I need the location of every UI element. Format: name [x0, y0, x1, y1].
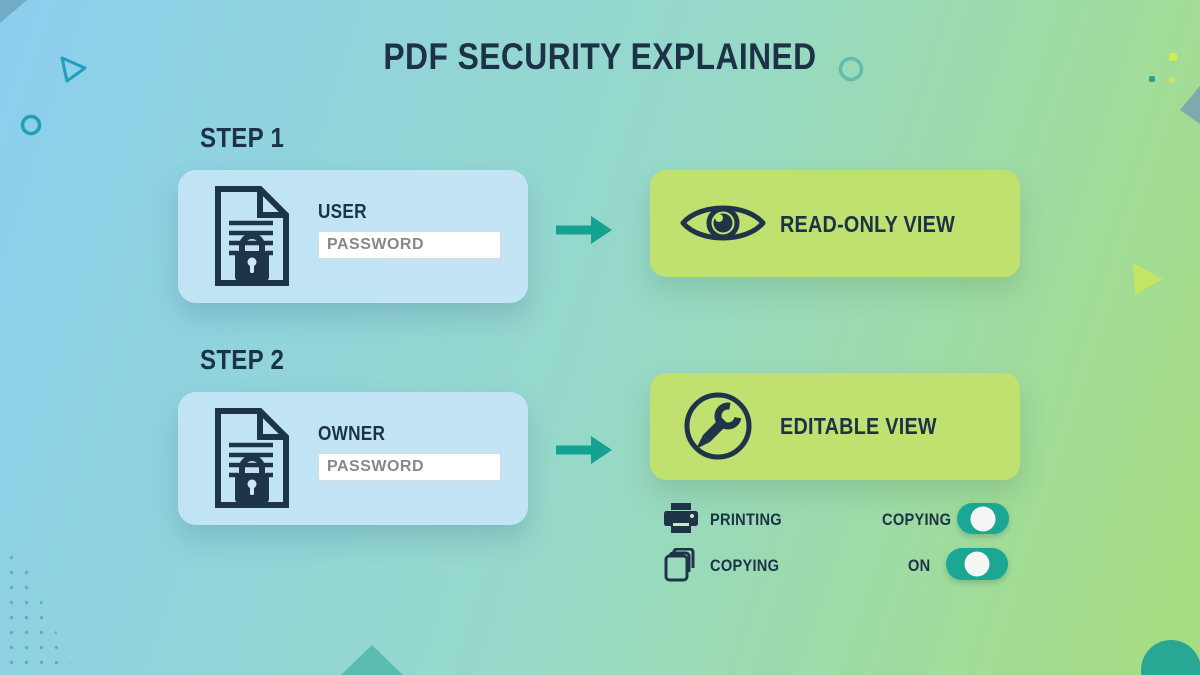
- editable-view-label: EDITABLE VIEW: [780, 413, 937, 439]
- edge-triangle-decoration: [1180, 86, 1200, 124]
- step2-label: STEP 2: [200, 344, 285, 375]
- step2-user-type-label: OWNER: [318, 423, 386, 445]
- triangle-decoration: [1133, 263, 1163, 295]
- read-only-view-label: READ-ONLY VIEW: [780, 211, 956, 237]
- circle-outline-icon: [20, 114, 42, 136]
- step1-user-type-label: USER: [318, 201, 367, 223]
- read-only-view-card: READ-ONLY VIEW: [650, 170, 1020, 277]
- page-title: PDF SECURITY EXPLAINED: [383, 36, 817, 77]
- printer-icon: [664, 503, 698, 535]
- on-toggle[interactable]: [946, 548, 1008, 580]
- dot-grid-decoration: [4, 550, 76, 675]
- arrow-right-icon: [556, 436, 612, 464]
- corner-triangle-decoration: [0, 0, 27, 23]
- step2-password-card: OWNER: [178, 392, 528, 525]
- step1-label: STEP 1: [200, 122, 285, 153]
- editable-view-card: EDITABLE VIEW: [650, 373, 1020, 480]
- triangle-outline-icon: [60, 56, 87, 83]
- step1-password-card: USER: [178, 170, 528, 303]
- corner-circle-decoration: [1141, 640, 1200, 675]
- dot-decoration: [1149, 76, 1155, 82]
- on-toggle-label: ON: [908, 556, 931, 575]
- step2-password-input[interactable]: [318, 453, 501, 481]
- printing-row-label: PRINTING: [710, 510, 782, 529]
- toggle-knob: [970, 506, 996, 531]
- copy-icon: [664, 548, 698, 582]
- dot-decoration: [1169, 53, 1177, 61]
- copying-toggle[interactable]: [957, 503, 1009, 534]
- dot-decoration: [1169, 77, 1175, 83]
- copying-row-label: COPYING: [710, 556, 780, 575]
- copying-toggle-label: COPYING: [882, 510, 952, 529]
- bottom-triangle-decoration: [341, 645, 403, 675]
- toggle-knob: [964, 551, 990, 577]
- step1-password-input[interactable]: [318, 231, 501, 259]
- eye-icon: [680, 199, 766, 247]
- document-lock-icon: [210, 407, 294, 509]
- wrench-pencil-icon: [683, 391, 753, 461]
- circle-outline-icon: [838, 56, 864, 82]
- document-lock-icon: [210, 185, 294, 287]
- arrow-right-icon: [556, 216, 612, 244]
